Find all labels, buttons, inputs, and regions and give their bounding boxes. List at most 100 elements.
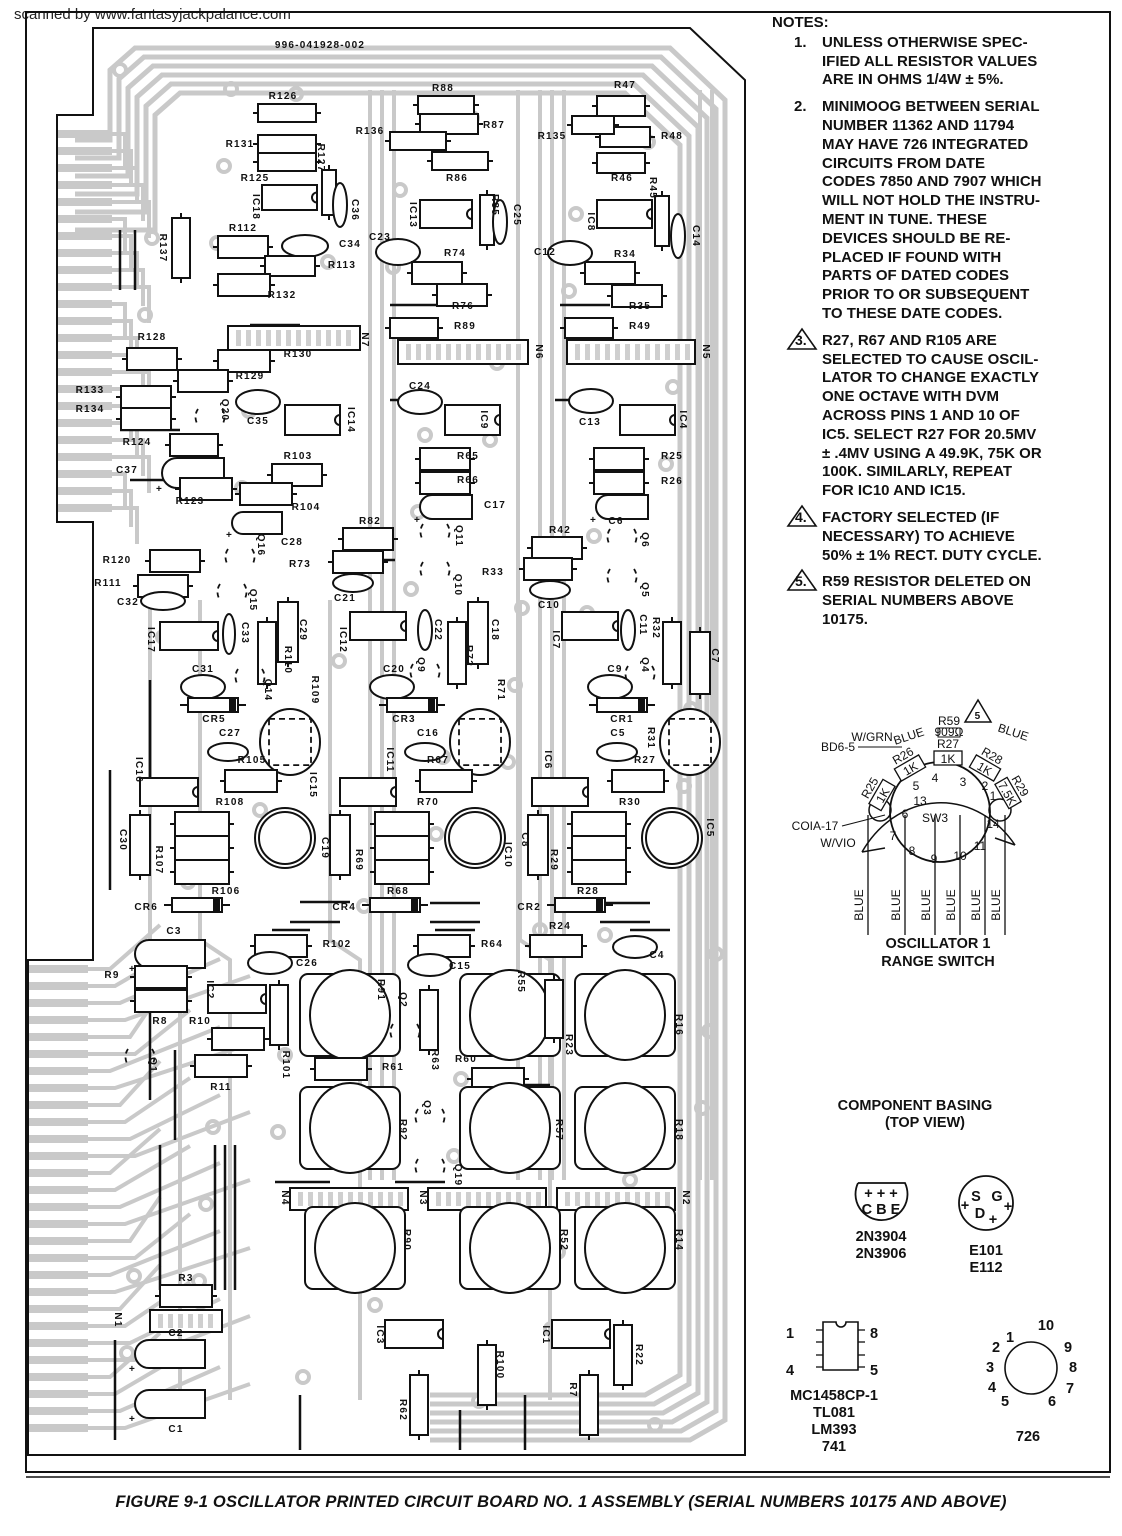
dip-part: TL081 bbox=[813, 1405, 855, 1421]
component-label: N6 bbox=[533, 344, 544, 359]
component-label: R125 bbox=[241, 173, 270, 184]
r59-body bbox=[937, 727, 961, 738]
resistor-name: R27 bbox=[937, 737, 959, 751]
component-r63 bbox=[419, 985, 439, 1055]
component-label: R131 bbox=[226, 139, 255, 150]
component-r120 bbox=[145, 549, 205, 573]
component-c34 bbox=[281, 234, 329, 258]
component-q2 bbox=[389, 1023, 421, 1041]
edge-connector-finger bbox=[28, 982, 88, 990]
connector-pin bbox=[526, 1192, 531, 1206]
component-r124 bbox=[165, 433, 223, 457]
component-label: N5 bbox=[700, 344, 711, 359]
resistor-body bbox=[194, 1054, 248, 1078]
transistor-outline bbox=[216, 583, 248, 601]
component-label: C18 bbox=[489, 619, 500, 641]
component-c28: + bbox=[226, 511, 283, 541]
note-line: ACROSS PINS 1 AND 10 OF bbox=[822, 406, 1020, 424]
ic-can-inner bbox=[258, 811, 312, 865]
leader-line bbox=[841, 814, 886, 827]
component-r126 bbox=[253, 103, 321, 123]
component-c24 bbox=[397, 389, 443, 415]
resistor-body bbox=[217, 235, 269, 259]
note-line: WILL NOT HOLD THE INSTRU- bbox=[822, 192, 1041, 210]
connector-pin bbox=[486, 1192, 491, 1206]
component-label: R110 bbox=[282, 646, 293, 674]
diode-body bbox=[386, 697, 438, 713]
trace bbox=[88, 1059, 162, 1107]
note-line: MENT IN TUNE. THESE bbox=[822, 210, 988, 228]
transistor-outline bbox=[419, 523, 451, 541]
transistor-outline bbox=[234, 668, 266, 686]
ic-body bbox=[349, 611, 407, 641]
edge-connector-finger bbox=[57, 402, 112, 410]
r59-label: R59 bbox=[938, 714, 960, 728]
component-r129 bbox=[173, 369, 233, 393]
ic-body bbox=[419, 199, 473, 229]
trace bbox=[88, 923, 162, 971]
component-label: R73 bbox=[289, 559, 311, 570]
component-r45 bbox=[654, 191, 670, 251]
component-label: C28 bbox=[281, 537, 303, 548]
note-line: ± .4MV USING A 49.9K, 75K OR bbox=[822, 444, 1042, 462]
ic-notch bbox=[334, 414, 341, 426]
solder-pad bbox=[295, 1369, 311, 1385]
component-label: R91 bbox=[375, 979, 386, 1001]
component-label: IC3 bbox=[374, 1325, 385, 1344]
edge-connector-finger bbox=[57, 504, 112, 512]
component-label: R108 bbox=[216, 797, 245, 808]
resistor-body bbox=[159, 1284, 213, 1308]
note-line: TO THESE DATE CODES. bbox=[822, 304, 1003, 322]
resistor-body bbox=[419, 989, 439, 1051]
component-basing-diagram: COMPONENT BASING(TOP VIEW)+ + +C B E2N39… bbox=[786, 1098, 1077, 1455]
component-label: C30 bbox=[117, 829, 128, 851]
resistor-body bbox=[662, 621, 682, 685]
dip-part: MC1458CP-1 bbox=[790, 1388, 878, 1404]
component-label: C24 bbox=[409, 381, 431, 392]
trace bbox=[112, 166, 139, 204]
component-r74 bbox=[407, 261, 467, 285]
capacitor-body bbox=[620, 609, 636, 651]
diode-band bbox=[428, 698, 435, 712]
component-label: C29 bbox=[297, 619, 308, 641]
trimmer-body bbox=[259, 708, 321, 776]
edge-connector-finger bbox=[28, 1339, 88, 1347]
connector-pin bbox=[266, 330, 271, 346]
component-c27 bbox=[207, 742, 249, 762]
component-q10 bbox=[419, 561, 451, 579]
component-label: R101 bbox=[280, 1051, 291, 1080]
component-r55 bbox=[459, 969, 561, 1061]
component-r131 bbox=[253, 134, 321, 154]
solder-pad bbox=[392, 182, 408, 198]
component-q1 bbox=[124, 1048, 156, 1066]
component-label: C23 bbox=[369, 232, 391, 243]
edge-connector-finger bbox=[28, 1067, 88, 1075]
component-c15 bbox=[407, 953, 453, 977]
transistor-outline bbox=[624, 665, 656, 683]
ic-can-inner bbox=[448, 811, 502, 865]
resistor-body bbox=[217, 349, 271, 373]
component-label: R132 bbox=[268, 290, 297, 301]
component-label: C25 bbox=[511, 204, 522, 226]
range-switch-subtitle: RANGE SWITCH bbox=[881, 954, 995, 970]
component-label: R7 bbox=[567, 1382, 578, 1397]
transistor-outline bbox=[409, 663, 441, 681]
component-c6: + bbox=[590, 494, 649, 526]
range-switch-title: OSCILLATOR 1 bbox=[886, 936, 991, 952]
capacitor-body bbox=[369, 674, 415, 700]
component-label: R126 bbox=[269, 91, 298, 102]
connector-pin bbox=[398, 1192, 403, 1206]
component-label: IC14 bbox=[345, 407, 356, 433]
edge-connector-finger bbox=[28, 1033, 88, 1041]
component-label: R123 bbox=[176, 496, 205, 507]
resistor-body bbox=[171, 217, 191, 279]
connector-pin bbox=[595, 1192, 600, 1206]
edge-connector-finger bbox=[57, 147, 112, 155]
solder-pad bbox=[331, 653, 347, 669]
polarity-plus: + bbox=[590, 515, 597, 526]
component-label: R130 bbox=[284, 349, 313, 360]
ic-can-inner bbox=[645, 811, 699, 865]
component-ic17 bbox=[159, 621, 219, 651]
resistor-body bbox=[329, 814, 351, 876]
component-label: R103 bbox=[284, 451, 313, 462]
